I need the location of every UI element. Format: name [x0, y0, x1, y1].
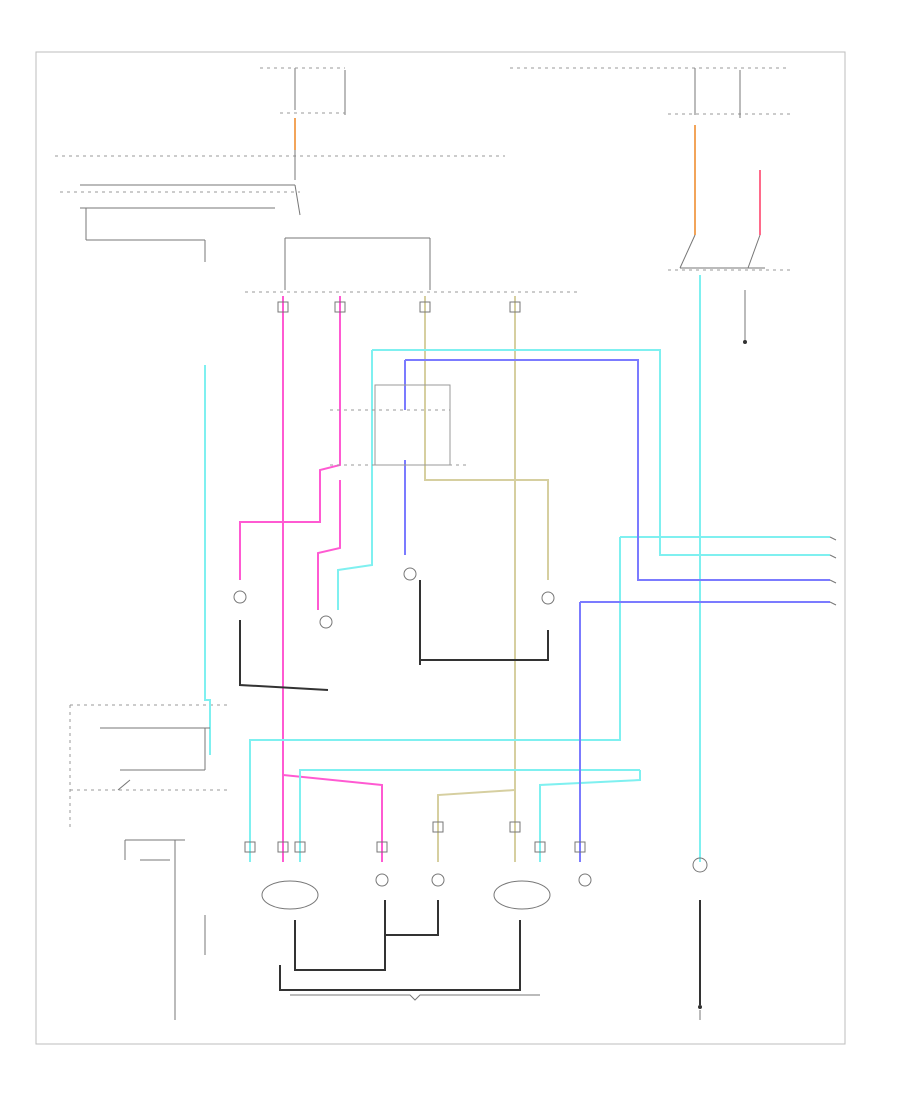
right-rear-stop-lamp	[578, 873, 592, 887]
license-lamp	[431, 873, 445, 887]
daytime-running-lamp-module	[330, 384, 470, 466]
pink-circuit	[239, 296, 383, 862]
right-edge-connectors	[829, 536, 837, 606]
black-circuit	[239, 580, 702, 1009]
dimmer-switch	[100, 727, 210, 791]
center-high-mounted-stop-lamp	[692, 857, 708, 873]
diagram-frame	[35, 51, 846, 1045]
right-front-marker-lamp	[403, 567, 417, 581]
tan-circuit	[424, 296, 549, 862]
ground-left	[290, 994, 540, 1001]
cyan-circuit	[204, 275, 830, 862]
hot-in-run-fuse-top	[260, 67, 346, 180]
instrument-cluster	[124, 839, 206, 1020]
hot-at-all-times-fuse-right	[694, 68, 741, 235]
connector-row-top	[277, 301, 521, 313]
connector-row-bottom	[244, 821, 586, 853]
blue-circuit	[404, 359, 830, 862]
left-rear-tail-lamp	[261, 880, 319, 910]
left-front-marker-lamp	[233, 590, 247, 604]
relay	[284, 237, 431, 290]
cruise-control-switch	[679, 170, 765, 344]
right-rear-tail-lamp	[493, 880, 551, 910]
right-front-turn-lamp	[541, 591, 555, 605]
left-front-turn-lamp	[319, 615, 333, 629]
headlamp-switch	[60, 184, 301, 262]
left-rear-stop-lamp	[375, 873, 389, 887]
